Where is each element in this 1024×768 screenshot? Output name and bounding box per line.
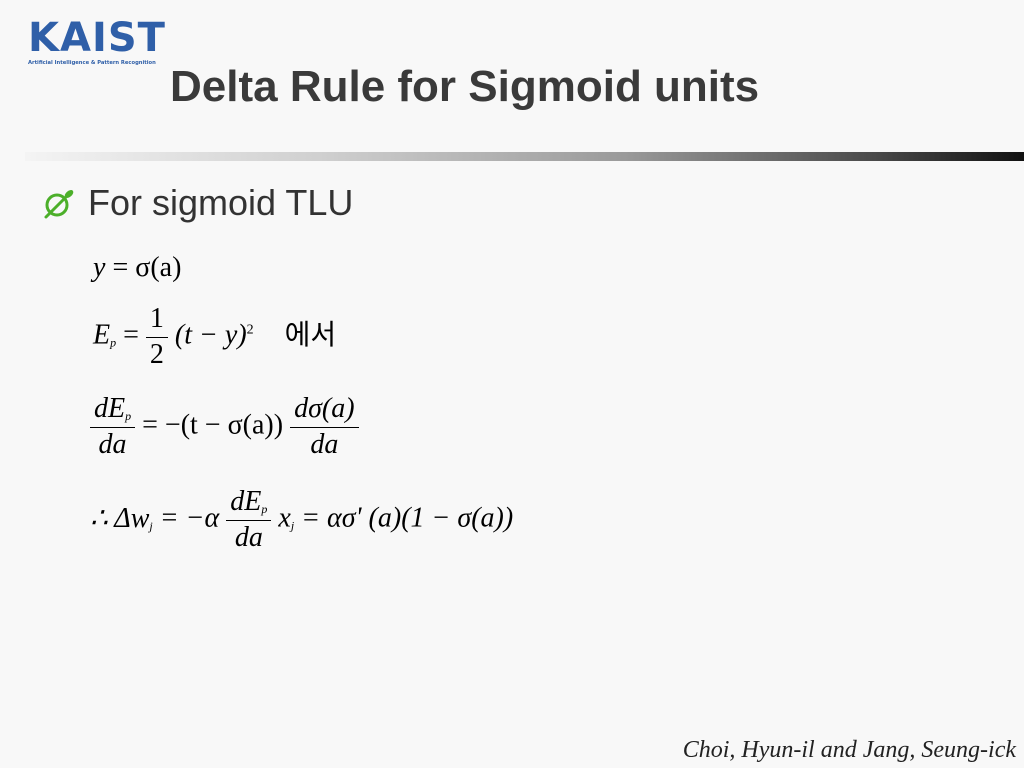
- title-divider: [25, 152, 1024, 161]
- leaf-bullet-icon: [44, 190, 74, 219]
- eq4-frac-den: da: [226, 521, 271, 554]
- eq4-frac-den-text: da: [234, 521, 263, 553]
- eq3-lhs-den-text: da: [98, 428, 127, 460]
- eq4-rhs: = ασ' (a)(1 − σ(a)): [301, 502, 514, 534]
- equation-3: dEp da = −(t − σ(a)) dσ(a) da: [90, 393, 359, 461]
- eq2-frac-den: 2: [149, 338, 164, 370]
- eq2-lhs: E: [93, 319, 111, 351]
- logo-sub-text: Artificial Intelligence & Pattern Recogn…: [28, 60, 156, 66]
- eq3-rhs-num: dσ(a): [290, 393, 359, 428]
- bullet-text: For sigmoid TLU: [88, 182, 354, 223]
- eq2-lhs-sub: p: [110, 335, 117, 350]
- eq3-lhs-num: dEp: [90, 393, 136, 428]
- bullet-item: For sigmoid TLU: [40, 182, 354, 223]
- eq4-frac-num-text: dE: [230, 486, 262, 517]
- eq4-x: x: [278, 502, 291, 534]
- eq2-fraction: 1 2: [145, 303, 168, 371]
- eq2-equals: =: [123, 319, 146, 351]
- eq3-lhs-num-text: dE: [94, 393, 126, 424]
- eq4-prefix-sub: j: [149, 518, 153, 533]
- eq3-rhs-fraction: dσ(a) da: [290, 393, 359, 461]
- eq4-prefix-text: ∴ Δw: [90, 502, 150, 534]
- eq3-lhs-den: da: [90, 428, 135, 461]
- eq4-prefix: ∴ Δwj: [90, 503, 153, 534]
- eq3-rhs-num-text: dσ(a): [294, 393, 355, 424]
- equation-4: ∴ Δwj = −α dEp da xj = ασ' (a)(1 − σ(a)): [90, 486, 514, 554]
- eq3-rhs-den-text: da: [310, 428, 339, 460]
- eq2-frac-num: 1: [145, 303, 168, 338]
- eq1-lhs: y: [93, 252, 106, 283]
- kaist-logo: KAIST Artificial Intelligence & Pattern …: [28, 18, 165, 72]
- eq4-fraction: dEp da: [226, 486, 272, 554]
- eq2-exponent: 2: [246, 322, 254, 338]
- eq4-alpha: = −α: [159, 502, 220, 534]
- eq1-rhs: σ(a): [135, 252, 182, 283]
- footer-author: Choi, Hyun-il and Jang, Seung-ick: [682, 737, 1016, 763]
- eq4-x-sub: j: [290, 518, 295, 533]
- eq4-frac-num-sub: p: [261, 502, 268, 516]
- eq2-korean-text: 에서: [284, 317, 337, 351]
- equation-2: Ep = 1 2 (t − y)2 에서: [93, 303, 337, 371]
- eq4-frac-num: dEp: [226, 486, 272, 521]
- eq1-equals: =: [112, 252, 136, 283]
- eq3-lhs-num-sub: p: [125, 409, 132, 423]
- equation-1: y = σ(a): [93, 252, 181, 284]
- eq2-rhs: (t − y): [174, 319, 247, 351]
- logo-main-text: KAIST: [28, 15, 166, 61]
- slide-title: Delta Rule for Sigmoid units: [170, 62, 760, 111]
- eq3-rhs-den: da: [290, 428, 358, 461]
- eq3-lhs-fraction: dEp da: [90, 393, 136, 461]
- eq3-middle: = −(t − σ(a)): [142, 409, 284, 441]
